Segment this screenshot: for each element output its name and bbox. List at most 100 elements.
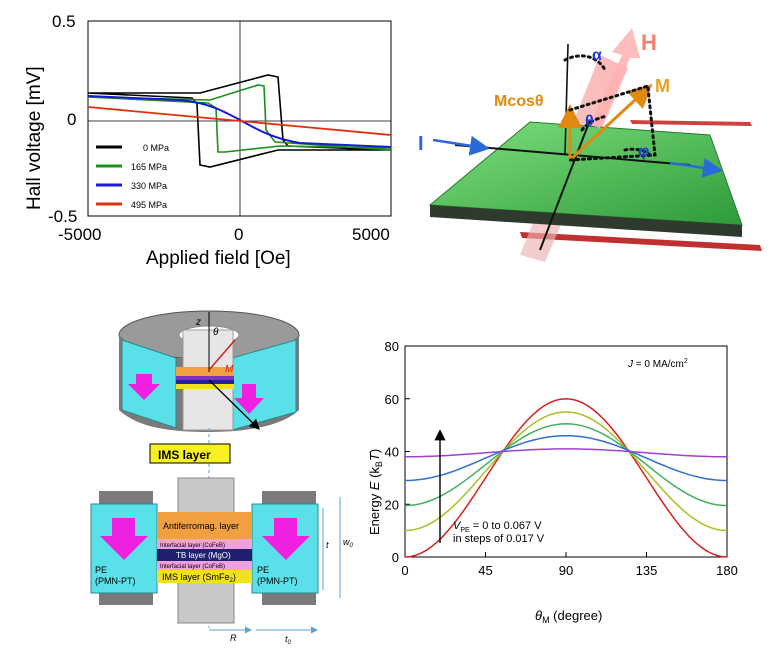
pink-arrow-3d-right <box>234 384 264 414</box>
layer-purple-3d <box>176 376 234 380</box>
hall-ytick-top: 0.5 <box>52 12 76 31</box>
label-z: z <box>195 317 201 328</box>
electrode-bar-top <box>630 120 752 126</box>
energy-series-line-2 <box>404 423 728 507</box>
label-pe-right-1: PE <box>257 565 269 575</box>
label-interfacial-bottom: Interfacial layer (CoFeB) <box>160 564 225 570</box>
label-pe-right-2: (PMN-PT) <box>257 576 298 586</box>
pink-arrow-right <box>262 518 310 560</box>
hall-curve-330mpa <box>87 95 392 148</box>
energy-xtick-label: 45 <box>478 563 492 578</box>
green-plate-edge <box>430 205 742 237</box>
legend-label-0mpa: 0 MPa <box>143 143 169 153</box>
electrode-right-top <box>262 491 316 504</box>
radial-axis <box>208 379 260 430</box>
energy-ylabel: Energy E (kBT) <box>367 449 384 535</box>
energy-ytick-label: 60 <box>385 392 399 407</box>
energy-xtick-label: 90 <box>559 563 573 578</box>
energy-ytick-label: 20 <box>385 497 399 512</box>
energy-series-line-1 <box>404 411 728 532</box>
energy-ytick-label: 80 <box>385 339 399 354</box>
legend-label-165mpa: 165 MPa <box>131 162 167 172</box>
label-i: I <box>418 133 424 155</box>
layer-yellow-3d <box>176 384 234 389</box>
hall-ylabel: Hall voltage [mV] <box>24 66 45 210</box>
label-m: M <box>655 76 670 96</box>
layer-tb <box>157 549 252 561</box>
pink-arrow-3d-left <box>128 374 160 400</box>
label-ims-layer: IMS layer (SmFe2) <box>162 572 236 584</box>
energy-series-line-0 <box>404 398 728 558</box>
z-axis-line <box>564 43 569 156</box>
green-plate-top <box>428 121 743 226</box>
label-m-device: M <box>225 364 234 375</box>
hall-geometry-illustration: H M Mcosθ I α θ φ <box>418 28 762 262</box>
energy-chart: 0 45 90 135 180 0 20 40 60 80 θM (degree) Energy … <box>367 339 738 625</box>
electrode-right-bottom <box>262 592 316 605</box>
label-theta-device: θ <box>213 327 219 338</box>
energy-xtick-label: 0 <box>401 563 408 578</box>
energy-series-group <box>404 398 728 558</box>
energy-ticks: 0 45 90 135 180 0 20 40 60 80 <box>385 339 738 578</box>
label-r: R <box>230 633 237 643</box>
hall-xlabel: Applied field [Oe] <box>146 248 291 269</box>
label-phi: φ <box>638 143 649 160</box>
electrode-left-top <box>99 491 153 504</box>
h-field-arrow <box>590 28 640 128</box>
electrode-left-bottom <box>99 592 153 605</box>
dotted-projections <box>563 54 657 162</box>
ims-callout-label: IMS layer <box>158 448 211 462</box>
label-t: t <box>326 540 329 550</box>
layer-navy-3d <box>176 380 234 384</box>
hall-plot-frame <box>87 20 392 217</box>
energy-xlabel: θM (degree) <box>535 608 602 625</box>
hall-voltage-chart: 0.5 0 -0.5 -5000 0 5000 Applied field [O… <box>24 12 392 269</box>
hall-curve-495mpa <box>87 106 392 136</box>
ims-callout-box <box>149 443 231 464</box>
hall-legend: 0 MPa 165 MPa 330 MPa 495 MPa <box>96 143 169 210</box>
energy-ytick-label: 0 <box>392 550 399 565</box>
hall-ytick-mid: 0 <box>67 110 76 129</box>
electrode-bar-bottom <box>520 232 762 251</box>
label-interfacial-top: Interfacial layer (CoFeB) <box>160 543 225 549</box>
current-arrow-out <box>669 157 723 178</box>
label-mcos: Mcosθ <box>494 93 544 110</box>
energy-annotation-steps: in steps of 0.017 V <box>453 533 545 545</box>
cross-line-1 <box>454 144 691 166</box>
hall-ytick-bottom: -0.5 <box>48 207 77 226</box>
layer-interfacial-bottom <box>157 561 252 570</box>
layer-ims <box>157 570 252 583</box>
energy-xtick-label: 180 <box>716 563 738 578</box>
current-arrow-in <box>432 135 490 156</box>
energy-annotation-j: J = 0 MA/cm2 <box>627 358 688 370</box>
layer-orange-3d <box>176 367 234 376</box>
label-t0: t0 <box>285 634 292 646</box>
label-antiferro: Antiferromag. layer <box>163 521 239 531</box>
hall-xtick-mid: 0 <box>234 225 243 244</box>
energy-series-line-4 <box>405 448 727 458</box>
layer-antiferro <box>157 512 252 539</box>
magnetization-arrow <box>568 83 653 162</box>
label-alpha: α <box>592 47 602 64</box>
m-vector-3d <box>208 339 236 371</box>
energy-ytick-label: 40 <box>385 445 399 460</box>
hall-xtick-right: 5000 <box>352 225 390 244</box>
label-pe-left-1: PE <box>95 565 107 575</box>
legend-label-330mpa: 330 MPa <box>131 181 167 191</box>
device-illustration: z θ M IMS layer Antiferromag. layer Inte… <box>90 310 354 646</box>
legend-label-495mpa: 495 MPa <box>131 200 167 210</box>
layer-interfacial-top <box>157 539 252 549</box>
label-w0: w0 <box>343 537 354 549</box>
label-h: H <box>641 30 657 55</box>
energy-xtick-label: 135 <box>636 563 658 578</box>
hall-xtick-left: -5000 <box>58 225 101 244</box>
pink-arrow-left <box>100 518 148 560</box>
cross-line-2 <box>539 119 591 251</box>
energy-plot-frame <box>404 345 728 558</box>
label-tb: TB layer (MgO) <box>176 551 231 560</box>
energy-series-line-3 <box>404 434 728 482</box>
label-pe-left-2: (PMN-PT) <box>95 576 136 586</box>
energy-annotation-v: VPE = 0 to 0.067 V <box>453 520 542 534</box>
hall-curve-165mpa <box>87 84 392 153</box>
